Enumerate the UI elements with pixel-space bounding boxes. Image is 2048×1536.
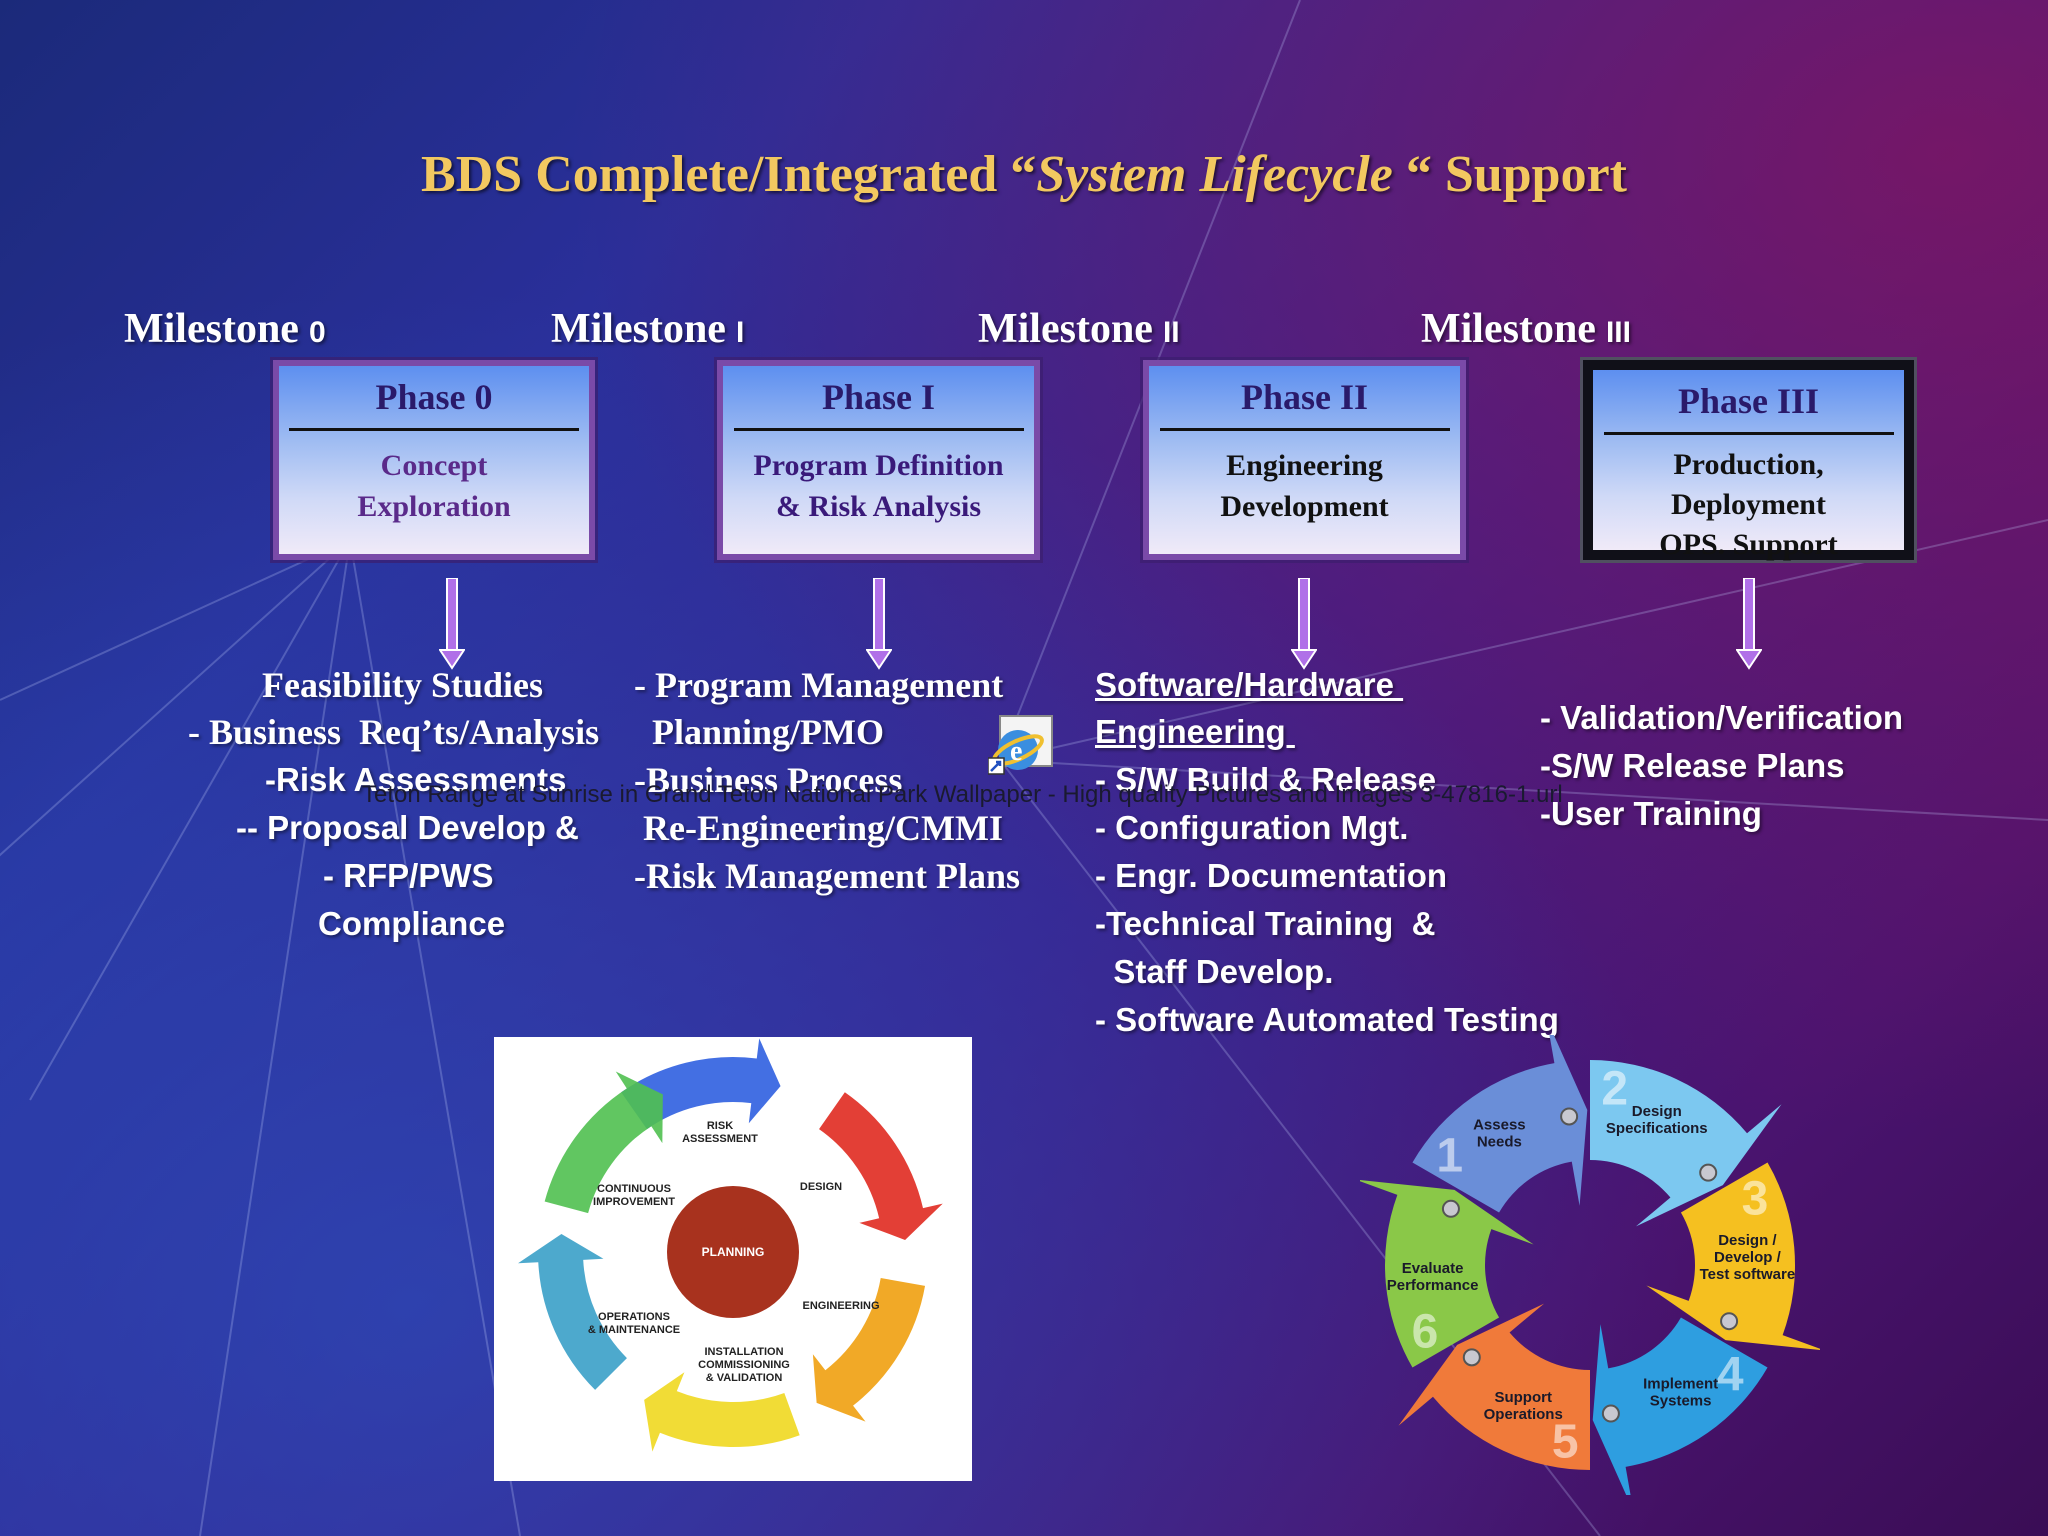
cycle-stage-label: ENGINEERING [802, 1300, 879, 1312]
down-arrow-icon [866, 578, 892, 670]
phase-divider [1603, 432, 1894, 435]
wheel-bullet [1560, 1107, 1579, 1126]
phase-1-activity: Planning/PMO [634, 712, 885, 752]
slide-title: BDS Complete/Integrated “System Lifecycl… [421, 146, 1627, 203]
phase-1-description: Program Definition & Risk Analysis [753, 449, 1004, 523]
svg-text:e: e [1010, 736, 1022, 767]
wheel-step-number: 2 [1601, 1063, 1628, 1116]
wheel-bullet [1441, 1199, 1460, 1218]
phase-3-activity: - Validation/Verification [1540, 699, 1904, 736]
phase-2-activity: -Technical Training & [1095, 905, 1436, 942]
wheel-step-number: 5 [1552, 1415, 1579, 1468]
phase-2-heading: Engineering [1095, 713, 1295, 750]
phase-divider [289, 428, 579, 431]
phase-0-activity: - RFP/PWS [323, 857, 494, 894]
wheel-step-number: 4 [1717, 1349, 1744, 1402]
phase-3-title: Phase III [1677, 381, 1820, 421]
cycle-arrow [544, 1071, 663, 1214]
phase-3-activity: -User Training [1540, 795, 1762, 832]
wheel-segment [1412, 1035, 1588, 1213]
wheel-segment [1360, 1180, 1534, 1368]
phase-0-activity: - Business Req’ts/Analysis [188, 712, 600, 752]
wheel-segment [1590, 1060, 1782, 1227]
phase-1-activity: Re-Engineering/CMMI [634, 808, 1003, 848]
wheel-segment [1646, 1162, 1820, 1350]
internet-shortcut-icon[interactable]: e [988, 714, 1058, 776]
phase-2-title: Phase II [1240, 377, 1369, 417]
wheel-bullet [1462, 1348, 1481, 1367]
wheel-bullet [1601, 1404, 1620, 1423]
phase-3-description: Production, Deployment OPS. Support [1659, 448, 1838, 561]
phase-2-activity: - Engr. Documentation [1095, 857, 1448, 894]
wheel-step-number: 6 [1412, 1306, 1439, 1359]
phase-3-activity: -S/W Release Plans [1540, 747, 1845, 784]
phase-1-activity: - Program Management [634, 665, 1004, 705]
phase-3-box: Phase III Production, Deployment OPS. Su… [1583, 360, 1914, 561]
wheel-bullet [1699, 1163, 1718, 1182]
wheel-step-number: 1 [1436, 1129, 1463, 1182]
phase-0-activity: -Risk Assessments [265, 761, 567, 798]
linked-file-caption[interactable]: Teton Range at Sunrise in Grand Teton Na… [362, 781, 1563, 808]
phase-divider [733, 428, 1024, 431]
phase-1-box: Phase I Program Definition & Risk Analys… [717, 360, 1040, 560]
cycle-arrow [518, 1233, 627, 1390]
phase-0-activity: Feasibility Studies [262, 665, 544, 705]
wheel-segment [1398, 1303, 1590, 1470]
phase-2-activity: - Configuration Mgt. [1095, 809, 1409, 846]
phase-2-box: Phase II Engineering Development [1143, 360, 1466, 560]
wheel-step-number: 3 [1742, 1172, 1769, 1225]
cycle-arrow [644, 1372, 800, 1452]
phase-0-activity: Compliance [318, 905, 506, 942]
wheel-bullet [1720, 1312, 1739, 1331]
phase-2-activity: Staff Develop. [1095, 953, 1334, 990]
phase-2-activity: - Software Automated Testing [1095, 1001, 1559, 1038]
phase-2-description: Engineering Development [1220, 449, 1389, 523]
cycle-arrow [812, 1278, 926, 1422]
phase-1-activity: -Risk Management Plans [634, 856, 1020, 896]
down-arrow-icon [1736, 578, 1762, 670]
cycle-stage-label: DESIGN [800, 1181, 842, 1193]
phase-0-description: Concept Exploration [357, 449, 511, 523]
cycle-stage-label: OPERATIONS& MAINTENANCE [588, 1311, 680, 1336]
phase-divider [1159, 428, 1450, 431]
phase-1-activity: -Business Process [634, 760, 903, 800]
wheel-step-label: Design /Develop /Test software [1700, 1232, 1796, 1283]
cycle-arrow [819, 1092, 943, 1240]
planning-hub [667, 1186, 799, 1318]
phase-0-title: Phase 0 [375, 377, 493, 417]
wheel-segment [1592, 1317, 1768, 1495]
down-arrow-icon [439, 578, 465, 670]
phase-0-activity: -- Proposal Develop & [236, 809, 579, 846]
phase-1-title: Phase I [821, 377, 935, 417]
down-arrow-icon [1291, 578, 1317, 670]
phase-0-box: Phase 0 Concept Exploration [273, 360, 595, 560]
phase-2-heading: Software/Hardware [1095, 666, 1404, 703]
cycle-center-label: PLANNING [702, 1245, 765, 1259]
phase-2-activity: - S/W Build & Release [1095, 761, 1437, 798]
